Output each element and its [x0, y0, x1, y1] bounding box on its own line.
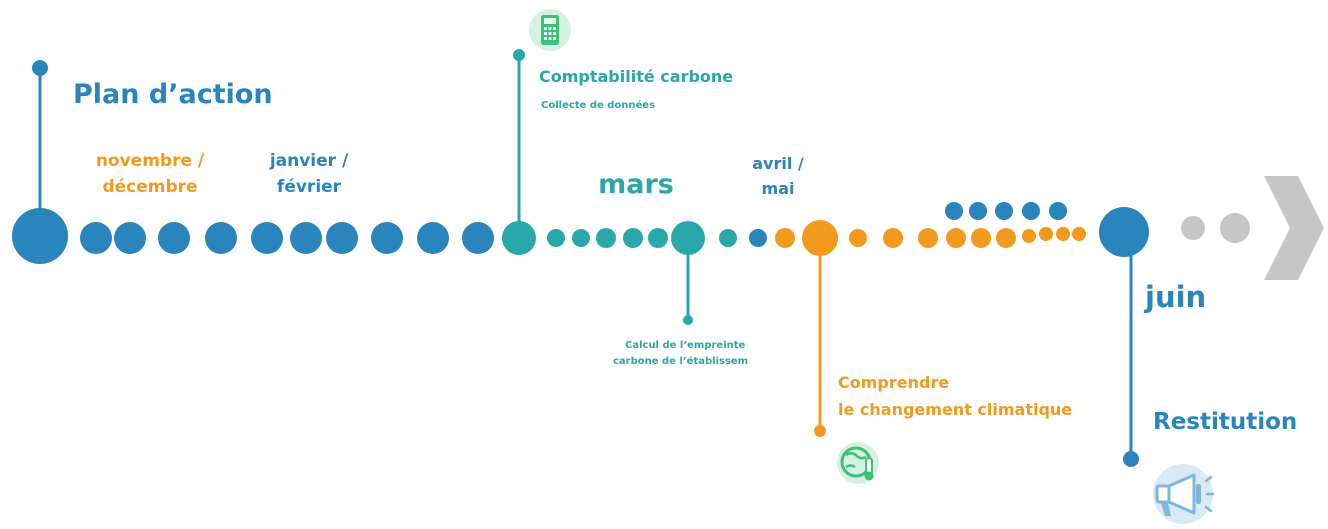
compta-subtitle: Collecte de données — [541, 99, 655, 111]
timeline-dot — [995, 202, 1013, 220]
calcul-label: carbone de l’établissem — [613, 355, 748, 367]
timeline-dots — [12, 202, 1250, 264]
timeline-dot — [1039, 227, 1053, 241]
timeline-dot — [1049, 202, 1067, 220]
comprendre-label: Comprendre — [838, 373, 949, 392]
timeline-dot — [114, 222, 146, 254]
calcul-label: Calcul de l’empreinte — [625, 340, 746, 351]
timeline-dot — [1220, 213, 1250, 243]
megaphone-icon — [1153, 464, 1215, 524]
timeline-dot — [883, 228, 903, 248]
timeline-dot — [849, 229, 867, 247]
restitution-title: Restitution — [1153, 409, 1297, 435]
restitution-stem-dot — [1123, 451, 1139, 467]
timeline-dot — [671, 221, 705, 255]
calculator-icon — [529, 9, 571, 51]
month-label: janvier / — [269, 151, 349, 171]
timeline-dot — [12, 208, 68, 264]
plan-title: Plan d’action — [73, 79, 273, 110]
timeline-dot — [1099, 207, 1149, 257]
month-label: juin — [1144, 280, 1206, 314]
plan-stem-dot — [32, 60, 48, 76]
timeline-dot — [996, 228, 1016, 248]
timeline-dot — [371, 222, 403, 254]
globe-thermometer-icon — [837, 442, 879, 484]
timeline-dot — [1072, 227, 1086, 241]
timeline-dot — [648, 228, 668, 248]
compta-stem-dot — [513, 49, 525, 61]
timeline-dot — [918, 228, 938, 248]
comprendre-label: le changement climatique — [838, 400, 1072, 419]
timeline-dot — [969, 202, 987, 220]
compta-title: Comptabilité carbone — [539, 67, 733, 86]
timeline-dot — [502, 221, 536, 255]
timeline-dot — [572, 229, 590, 247]
timeline-dot — [290, 222, 322, 254]
timeline-dot — [326, 222, 358, 254]
timeline-dot — [971, 228, 991, 248]
timeline-dot — [945, 202, 963, 220]
timeline-dot — [462, 222, 494, 254]
timeline-dot — [1022, 202, 1040, 220]
timeline-dot — [749, 229, 767, 247]
timeline-dot — [1181, 216, 1205, 240]
future-arrow-icon — [1264, 176, 1324, 280]
timeline-dot — [251, 222, 283, 254]
timeline-dot — [775, 228, 795, 248]
timeline-dot — [417, 222, 449, 254]
timeline-dot — [946, 228, 966, 248]
timeline-dot — [802, 220, 838, 256]
timeline-dot — [623, 228, 643, 248]
month-label: avril / — [752, 154, 804, 173]
timeline-dot — [1056, 227, 1070, 241]
timeline-dot — [719, 229, 737, 247]
month-label: novembre / — [96, 151, 205, 171]
timeline-dot — [205, 222, 237, 254]
month-label: février — [277, 177, 342, 197]
timeline-dot — [547, 229, 565, 247]
month-label: décembre — [102, 177, 197, 197]
calcul-stem-dot — [683, 315, 693, 325]
timeline-dot — [596, 228, 616, 248]
timeline-dot — [158, 222, 190, 254]
month-label: mai — [762, 179, 795, 198]
timeline-dot — [80, 222, 112, 254]
timeline-dot — [1022, 229, 1036, 243]
month-label: mars — [598, 169, 674, 200]
comprendre-stem-dot — [814, 425, 826, 437]
